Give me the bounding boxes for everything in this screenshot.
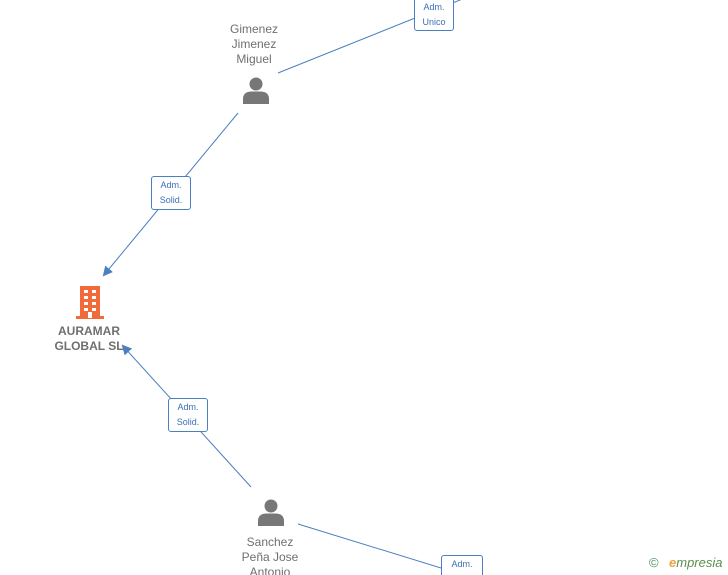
brand-rest: mpresia bbox=[676, 555, 723, 570]
role-badge-adm-solid-bottom[interactable]: Adm. Solid. bbox=[168, 398, 208, 432]
person-name-sanchez-pena-jose-antonio[interactable]: Sanchez Peña Jose Antonio bbox=[241, 535, 299, 575]
empresia-logo: empresia bbox=[669, 555, 722, 570]
role-badge-adm-bottom[interactable]: Adm. bbox=[441, 555, 483, 575]
brand-initial: e bbox=[669, 555, 677, 570]
role-badge-adm-unico[interactable]: Adm. Unico bbox=[414, 0, 454, 31]
role-badge-adm-solid-top[interactable]: Adm. Solid. bbox=[151, 176, 191, 210]
person-name-gimenez-jimenez-miguel[interactable]: Gimenez Jimenez Miguel bbox=[229, 22, 279, 66]
person-icon[interactable] bbox=[256, 498, 286, 528]
person-icon[interactable] bbox=[241, 76, 271, 106]
company-name-auramar-global-sl[interactable]: AURAMAR GLOBAL SL bbox=[54, 324, 124, 353]
copyright-icon: © bbox=[649, 555, 659, 570]
building-icon[interactable] bbox=[74, 284, 106, 320]
